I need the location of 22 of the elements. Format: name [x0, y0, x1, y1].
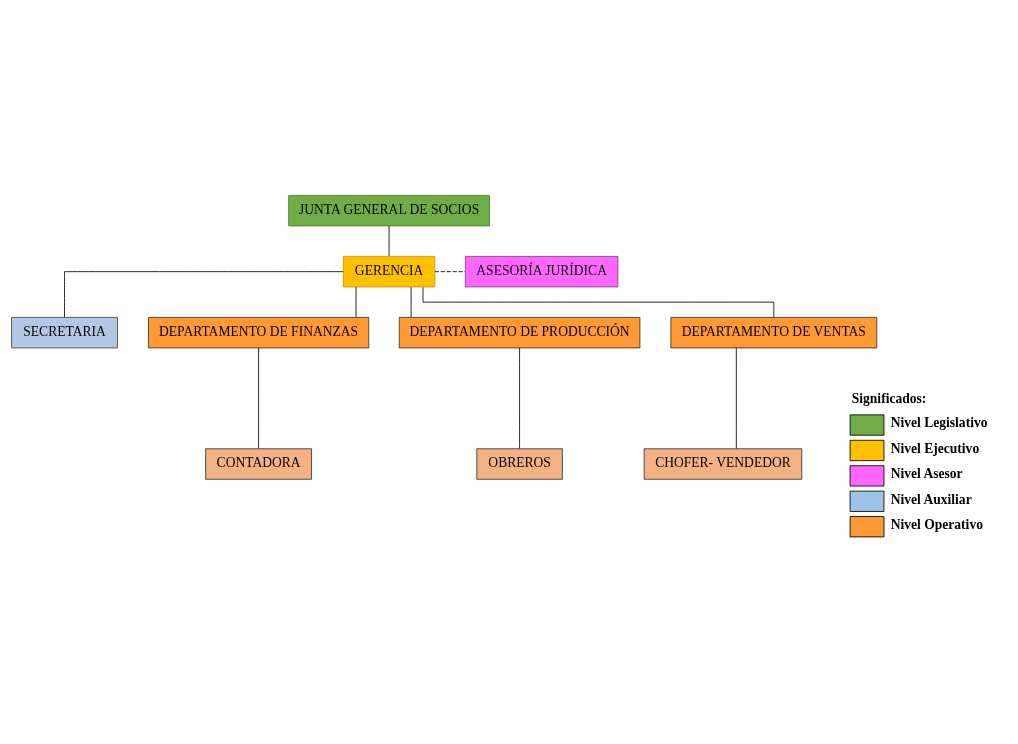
node-box: CONTADORA — [205, 447, 312, 480]
node-box: JUNTA GENERAL DE SOCIOS — [288, 194, 490, 226]
legend-label: Nivel Asesor — [890, 465, 963, 481]
node-box: OBREROS — [476, 447, 563, 480]
node-box: CHOFER- VENDEDOR — [643, 447, 803, 480]
node-box: DEPARTAMENTO DE VENTAS — [670, 316, 878, 348]
label: Significados: — [851, 390, 927, 406]
connector — [434, 270, 466, 272]
legend-label: Nivel Auxiliar — [890, 491, 972, 507]
node-box: ASESORÍA JURÍDICA — [464, 255, 619, 287]
connector — [519, 347, 520, 449]
node-box: DEPARTAMENTO DE FINANZAS — [148, 316, 370, 348]
legend-label: Nivel Operativo — [890, 516, 983, 532]
node-box: SECRETARIA — [11, 316, 118, 348]
connector — [735, 347, 737, 449]
connector — [64, 270, 344, 318]
node-box: DEPARTAMENTO DE PRODUCCIÓN — [398, 316, 641, 348]
connector — [258, 347, 259, 449]
node-box: GERENCIA — [342, 255, 436, 287]
legend-label: Nivel Legislativo — [890, 414, 988, 430]
legend-label: Nivel Ejecutivo — [890, 440, 980, 456]
connector — [422, 286, 775, 317]
